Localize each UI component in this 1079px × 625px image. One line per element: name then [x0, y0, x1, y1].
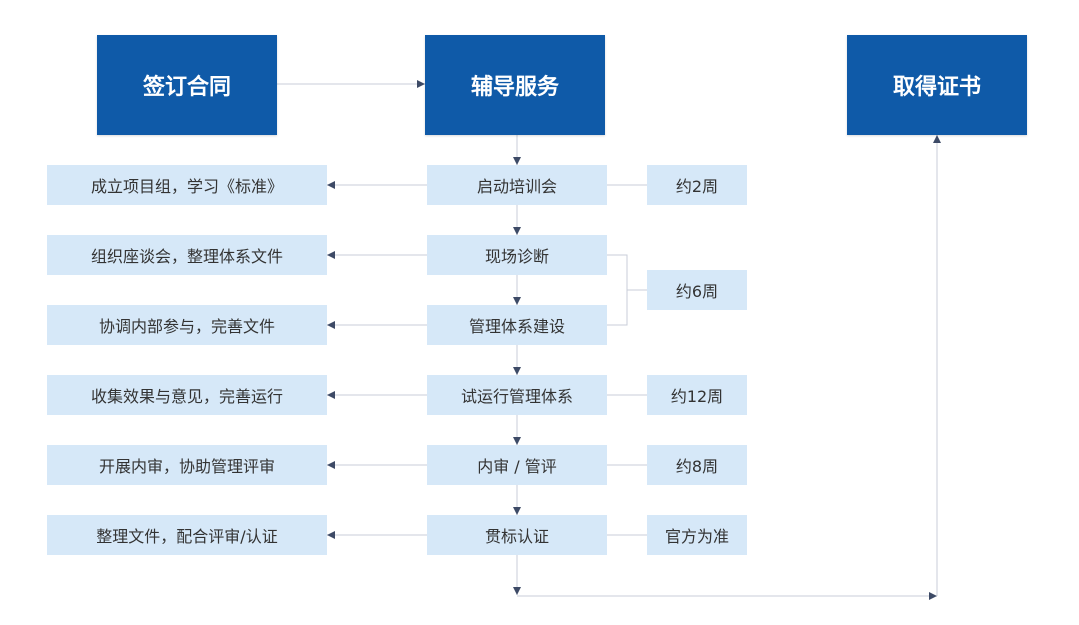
step-certification: 贯标认证 [427, 515, 607, 555]
step-onsite-diagnosis: 现场诊断 [427, 235, 607, 275]
duration-bracket [607, 254, 628, 326]
get-certificate-box: 取得证书 [847, 35, 1027, 135]
arrow-head [327, 321, 335, 329]
step-system-building: 管理体系建设 [427, 305, 607, 345]
duration-box: 约12周 [647, 375, 747, 415]
arrow-head [513, 227, 521, 235]
step-internal-audit: 内审 / 管评 [427, 445, 607, 485]
task-box: 开展内审，协助管理评审 [47, 445, 327, 485]
arrow-head [327, 251, 335, 259]
arrow-head [933, 135, 941, 143]
duration-box: 官方为准 [647, 515, 747, 555]
step-trial-operation: 试运行管理体系 [427, 375, 607, 415]
task-box: 整理文件，配合评审/认证 [47, 515, 327, 555]
arrow-head [929, 592, 937, 600]
arrow-head [327, 461, 335, 469]
duration-box: 约2周 [647, 165, 747, 205]
arrow-head [513, 367, 521, 375]
step-startup-training: 启动培训会 [427, 165, 607, 205]
duration-box: 约8周 [647, 445, 747, 485]
arrow-head [513, 437, 521, 445]
task-box: 协调内部参与，完善文件 [47, 305, 327, 345]
arrow-head [513, 587, 521, 595]
arrow-head [513, 507, 521, 515]
task-box: 组织座谈会，整理体系文件 [47, 235, 327, 275]
task-box: 收集效果与意见，完善运行 [47, 375, 327, 415]
duration-box: 约6周 [647, 270, 747, 310]
arrow-head [327, 181, 335, 189]
arrow-head [513, 157, 521, 165]
arrow-head [513, 297, 521, 305]
sign-contract-box: 签订合同 [97, 35, 277, 135]
arrow-head [327, 531, 335, 539]
arrow-head [417, 80, 425, 88]
guidance-service-box: 辅导服务 [425, 35, 605, 135]
task-box: 成立项目组，学习《标准》 [47, 165, 327, 205]
arrow-head [327, 391, 335, 399]
